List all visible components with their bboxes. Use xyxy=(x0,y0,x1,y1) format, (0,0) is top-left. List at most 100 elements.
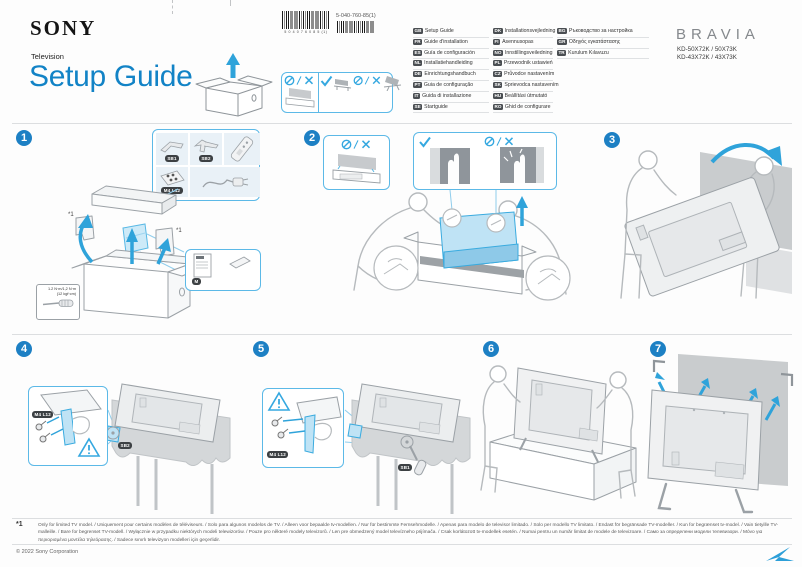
model-line-1: KD-50X72K / 50X73K xyxy=(677,46,737,53)
language-label: Asennusopas xyxy=(502,38,534,45)
barcode xyxy=(337,21,374,33)
product-category: Television xyxy=(31,52,64,61)
wall-bracket-icon xyxy=(652,359,666,372)
leg-attach-callout: M4 L12 xyxy=(28,386,108,466)
step-5-section: 5 xyxy=(244,338,480,518)
ac-cord-icon xyxy=(202,177,249,188)
accessory-stand-leg-1: SB1 xyxy=(156,133,188,165)
part-label-sb1: SB1 xyxy=(398,464,413,471)
wall-placement-illustration xyxy=(647,354,794,514)
part-label-screws: M4 L12 xyxy=(32,411,54,418)
language-code-badge: BG xyxy=(557,28,567,34)
section-divider xyxy=(12,334,792,335)
page-corner-plane-icon xyxy=(766,547,794,561)
language-code-badge: GR xyxy=(557,38,567,45)
language-label: Innstillingsveiledning xyxy=(504,49,553,56)
stand-leg-icon xyxy=(193,139,219,153)
torque-value-line2: (12 kgf·cm) xyxy=(56,292,76,296)
wall-bracket-icon xyxy=(780,372,794,386)
torque-note: 1.2 N·m/1,2 N·m (12 kgf·cm) xyxy=(36,284,80,320)
language-code-badge: DE xyxy=(413,71,423,78)
stand-leg-icon xyxy=(160,141,184,153)
step-4-badge: 4 xyxy=(16,341,32,357)
step-1-section: 1 SB1 SB2 xyxy=(12,126,290,332)
stand-up-illustration xyxy=(480,365,637,501)
step-3-badge: 3 xyxy=(604,132,620,148)
language-label: Průvodce nastavením xyxy=(504,71,555,78)
limited-model-marker: *1 xyxy=(68,212,74,218)
leg-screw-callout: M4 L12 xyxy=(262,388,344,468)
accessories-callout: SB1 SB2 xyxy=(152,129,260,201)
panel-separating-art xyxy=(332,154,380,184)
check-icon xyxy=(419,136,431,148)
step-6-section: 6 xyxy=(476,338,642,518)
accessory-stand-leg-2: SB2 xyxy=(190,133,222,165)
documents-callout: M xyxy=(185,249,261,291)
language-code-badge: FR xyxy=(413,38,423,45)
manual-and-part-art xyxy=(193,253,251,278)
warning-cell-drop xyxy=(282,73,319,112)
leg-attach-detail-art xyxy=(35,389,102,457)
warning-cell-placement xyxy=(319,73,404,112)
handling-warning-box xyxy=(281,72,402,113)
part-label-sb1: SB1 xyxy=(164,155,180,162)
attach-second-leg-illustration xyxy=(344,383,471,514)
step-7-section: 7 xyxy=(644,338,802,518)
language-label: Guida di installazione xyxy=(422,92,472,99)
language-code-badge: IT xyxy=(413,92,421,99)
grip-position-callout xyxy=(413,132,557,190)
language-code-badge: CZ xyxy=(493,71,503,78)
screw-bag-icon xyxy=(160,170,185,186)
language-label: Ръководство за настройка xyxy=(568,28,633,34)
pinch-warning-icon xyxy=(267,391,291,411)
part-label-manual: M xyxy=(192,278,201,285)
tv-panel-detach-art xyxy=(285,88,315,108)
pinch-warning-icon xyxy=(77,437,101,457)
section-divider xyxy=(12,544,792,545)
screwdriver-icon xyxy=(42,299,74,307)
step-2-badge: 2 xyxy=(304,130,320,146)
lift-arrow xyxy=(156,247,167,265)
grip-ok-thumbnail xyxy=(430,148,470,184)
language-label: Installatiehandleiding xyxy=(424,60,473,67)
language-code-badge: PL xyxy=(493,60,502,67)
bravia-logo: BRAVIA xyxy=(676,26,760,43)
language-label: Οδηγός εγκατάστασης xyxy=(568,38,621,45)
step-2-section: 2 xyxy=(300,126,592,332)
language-label: Kurulum Kılavuzu xyxy=(568,49,609,56)
step-1-badge: 1 xyxy=(16,130,32,146)
step-7-badge: 7 xyxy=(650,341,666,357)
grip-bad-thumbnail xyxy=(500,147,544,183)
language-label: Guia de configuração xyxy=(423,81,474,88)
torque-value-line1: 1.2 N·m/1,2 N·m xyxy=(47,287,76,291)
prohibition-cross-icon xyxy=(484,136,514,147)
barcode xyxy=(282,11,330,29)
footnote-text: Only for limited TV model. / Uniquement … xyxy=(38,523,778,543)
sony-logo: SONY xyxy=(30,16,97,40)
language-code-badge: NO xyxy=(493,49,503,56)
language-label: Einrichtungshandbuch xyxy=(424,71,476,78)
language-label: Guide d'installation xyxy=(424,38,468,45)
language-code-badge: SK xyxy=(493,81,503,88)
remote-control-icon xyxy=(230,136,254,162)
language-label: Guía de configuración xyxy=(424,49,475,56)
step-5-badge: 5 xyxy=(253,341,269,357)
language-label: Startguide xyxy=(424,103,448,110)
step-6-badge: 6 xyxy=(483,341,499,357)
